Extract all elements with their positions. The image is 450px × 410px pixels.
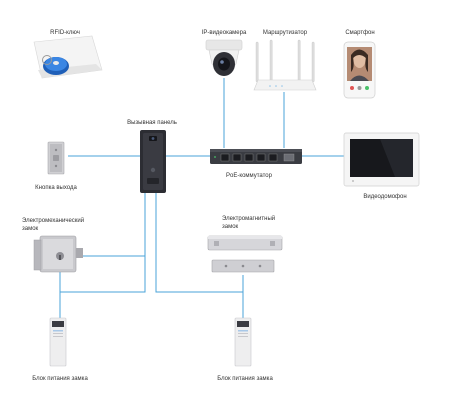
- power-supply-icon-right: [235, 318, 251, 366]
- wire-panel-mechlock: [82, 193, 145, 256]
- lock-icon: [34, 236, 83, 272]
- smartphone-icon: [344, 42, 375, 98]
- connection-wires: [60, 78, 344, 318]
- exit-button-label: Кнопка выхода: [35, 185, 77, 191]
- magnetic-lock-icon: [208, 236, 282, 272]
- switch-icon: [210, 149, 302, 164]
- call-panel-label: Вызывная панель: [127, 120, 177, 126]
- poe-switch-label: PoE-коммутатор: [226, 173, 273, 179]
- electromag-lock-label-line1: Электромагнитный: [222, 215, 275, 222]
- router-icon: [254, 40, 316, 90]
- electromag-lock-label-line2: замок: [222, 224, 239, 230]
- ip-camera-label: IP-видеокамера: [202, 30, 247, 36]
- exit-button-icon: [48, 142, 64, 174]
- psu-right-label: Блок питания замка: [217, 376, 273, 382]
- electromech-lock-label-line2: замок: [22, 226, 39, 232]
- psu-left-label: Блок питания замка: [32, 376, 88, 382]
- rfid-card-icon: [34, 36, 102, 78]
- monitor-icon: [344, 133, 419, 186]
- rfid-label: RFID-ключ: [50, 30, 80, 36]
- dome-camera-icon: [206, 40, 242, 76]
- video-intercom-label: Видеодомофон: [363, 194, 406, 200]
- electromech-lock-label-line1: Электромеханический: [22, 217, 84, 224]
- power-supply-icon-left: [50, 318, 66, 366]
- router-label: Маршрутизатор: [263, 30, 308, 36]
- call-panel-icon: [140, 130, 166, 193]
- smartphone-label: Смартфон: [345, 30, 374, 36]
